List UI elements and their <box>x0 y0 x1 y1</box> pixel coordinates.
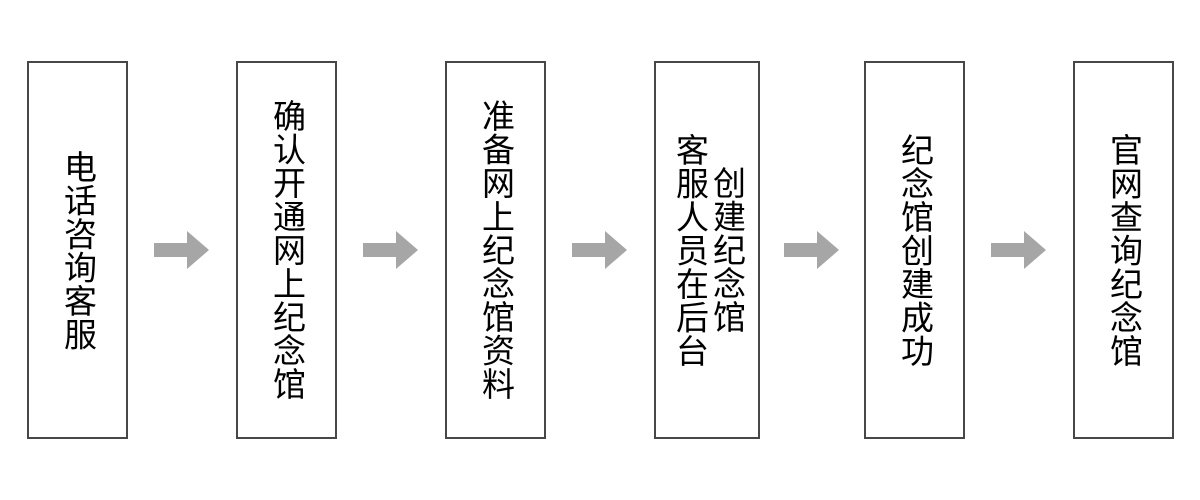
gap-1 <box>128 250 154 251</box>
gap-10 <box>1047 250 1073 251</box>
connector-arrow-4 <box>783 230 840 270</box>
flow-step-5-label: 纪念馆创建成功 <box>895 132 935 368</box>
connector-arrow-5 <box>990 230 1047 270</box>
right-arrow-icon <box>362 231 418 269</box>
gap-8 <box>840 250 864 251</box>
flow-step-4-label-primary: 创建纪念馆 <box>707 166 747 334</box>
right-arrow-icon <box>571 231 627 269</box>
flow-step-6-label: 官网查询纪念馆 <box>1104 132 1144 368</box>
gap-3 <box>337 250 363 251</box>
left-margin-spacer <box>0 250 27 251</box>
flow-step-3[interactable]: 准备网上纪念馆资料 <box>444 61 546 439</box>
gap-4 <box>419 250 445 251</box>
right-arrow-icon <box>990 231 1046 269</box>
gap-7 <box>760 250 784 251</box>
gap-9 <box>965 250 991 251</box>
flow-step-3-label: 准备网上纪念馆资料 <box>476 99 516 401</box>
right-arrow-icon <box>153 231 209 269</box>
flow-step-4[interactable]: 创建纪念馆 客服人员在后台 <box>653 61 760 439</box>
flow-step-6[interactable]: 官网查询纪念馆 <box>1072 61 1174 439</box>
right-margin-spacer <box>1174 250 1200 251</box>
gap-2 <box>210 250 236 251</box>
flow-step-4-label-secondary: 客服人员在后台 <box>670 132 710 368</box>
gap-6 <box>628 250 654 251</box>
connector-arrow-2 <box>362 230 419 270</box>
gap-5 <box>546 250 572 251</box>
connector-arrow-1 <box>153 230 210 270</box>
flow-step-5[interactable]: 纪念馆创建成功 <box>863 61 965 439</box>
flow-step-1-label: 电话咨询客服 <box>58 149 98 351</box>
flow-step-1[interactable]: 电话咨询客服 <box>26 61 128 439</box>
connector-arrow-3 <box>571 230 628 270</box>
right-arrow-icon <box>783 231 839 269</box>
flow-step-2-label: 确认开通网上纪念馆 <box>267 99 307 401</box>
flow-step-2[interactable]: 确认开通网上纪念馆 <box>235 61 337 439</box>
